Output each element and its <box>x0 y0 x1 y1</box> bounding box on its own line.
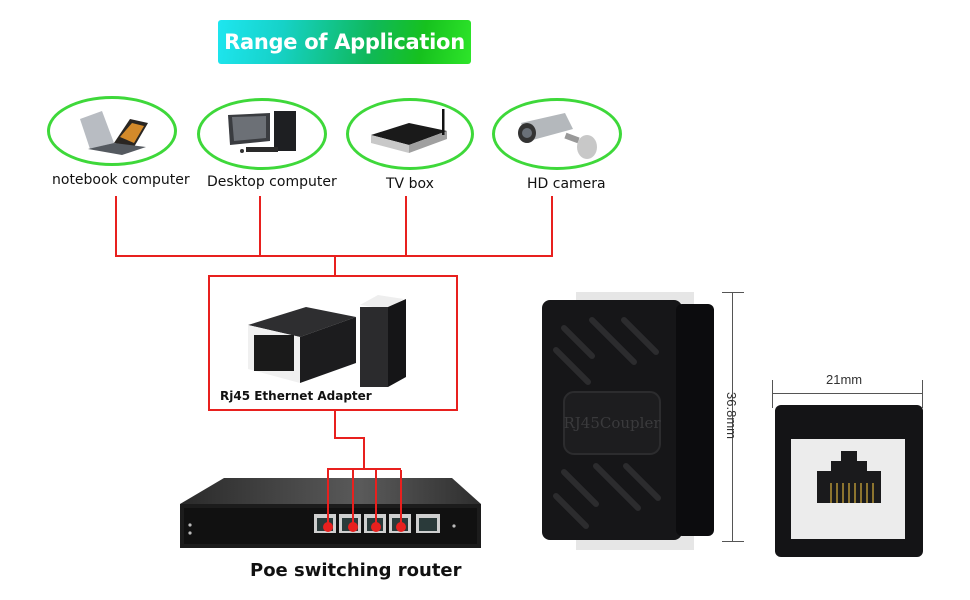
height-dimension-line <box>732 292 733 542</box>
dimension-tick <box>722 292 744 293</box>
poe-router <box>176 470 481 550</box>
connector-line <box>334 437 364 439</box>
dimension-tick <box>922 380 923 408</box>
device-tv-box <box>346 98 474 170</box>
dimension-tick <box>772 380 773 408</box>
laptop-icon <box>80 111 148 155</box>
dimension-tick <box>722 541 744 542</box>
device-label: notebook computer <box>52 172 190 188</box>
poe-link <box>352 470 354 528</box>
connector-line <box>363 437 365 469</box>
poe-port-dot <box>396 522 406 532</box>
poe-link <box>400 470 402 528</box>
rj45-port-icon <box>775 405 923 557</box>
security-camera-icon <box>518 113 597 159</box>
poe-port-dot <box>371 522 381 532</box>
poe-link <box>327 470 329 528</box>
connector-line <box>334 410 336 438</box>
range-of-application-banner: Range of Application <box>218 20 471 64</box>
coupler-icon: RJ45Coupler <box>542 292 714 550</box>
width-dimension-label: 21mm <box>826 372 863 387</box>
connector-line <box>334 255 336 276</box>
device-label: Desktop computer <box>207 174 337 190</box>
device-notebook <box>47 96 177 166</box>
device-label: TV box <box>386 176 434 192</box>
device-desktop <box>197 98 327 170</box>
adapter-label: Rj45 Ethernet Adapter <box>220 389 372 403</box>
device-label: HD camera <box>527 176 606 192</box>
rj45-coupler-side-view: RJ45Coupler <box>540 290 720 552</box>
device-hd-camera <box>492 98 622 170</box>
rj45-coupler-front-view <box>775 405 923 557</box>
poe-link <box>375 470 377 528</box>
desktop-computer-icon <box>228 111 296 153</box>
connector-line <box>405 196 407 256</box>
router-label: Poe switching router <box>250 560 462 581</box>
connector-line <box>551 196 553 256</box>
tv-box-icon <box>371 109 447 153</box>
poe-port-dot <box>348 522 358 532</box>
banner-title: Range of Application <box>224 30 465 54</box>
connector-line <box>115 196 117 256</box>
height-dimension-label: 36.8mm <box>723 392 739 439</box>
width-dimension-line <box>772 393 923 394</box>
connector-line <box>327 468 401 470</box>
connector-line <box>259 196 261 256</box>
poe-port-dot <box>323 522 333 532</box>
rj45-adapter-icon <box>248 295 406 387</box>
coupler-emboss: RJ45Coupler <box>563 414 661 432</box>
adapter-box: Rj45 Ethernet Adapter <box>208 275 458 411</box>
